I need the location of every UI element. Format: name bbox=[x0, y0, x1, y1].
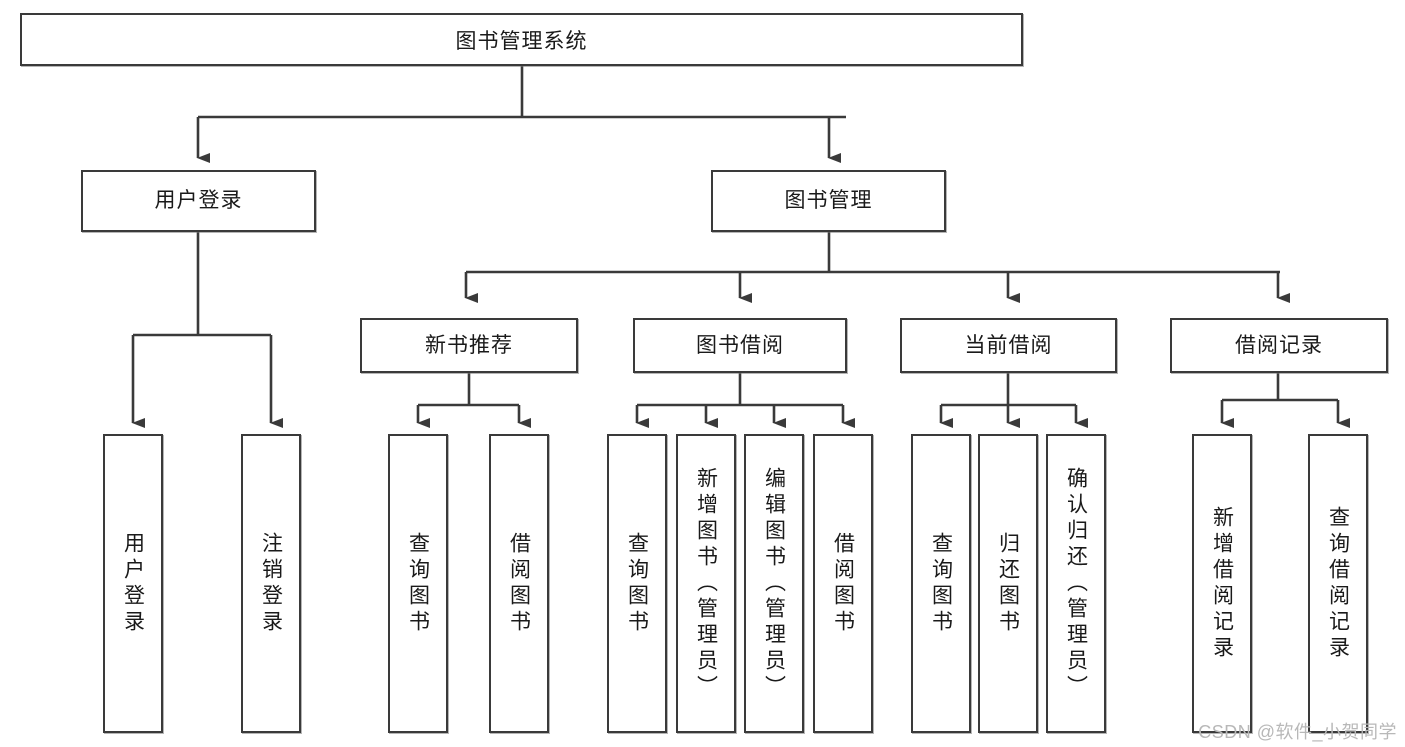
leaf-user-login-logout[interactable]: 注销登录 bbox=[241, 434, 301, 733]
node-new-book-recommend[interactable]: 新书推荐 bbox=[360, 318, 578, 373]
node-label: 用户登录 bbox=[121, 531, 145, 636]
node-label: 确认归还（管理员） bbox=[1064, 466, 1088, 701]
node-label: 借阅图书 bbox=[507, 531, 531, 636]
node-label: 新书推荐 bbox=[425, 333, 513, 357]
node-book-management[interactable]: 图书管理 bbox=[711, 170, 946, 232]
node-borrow-record[interactable]: 借阅记录 bbox=[1170, 318, 1388, 373]
leaf-borrow-edit-book-admin[interactable]: 编辑图书（管理员） bbox=[744, 434, 804, 733]
leaf-borrow-add-book-admin[interactable]: 新增图书（管理员） bbox=[676, 434, 736, 733]
node-label: 新增图书（管理员） bbox=[694, 466, 718, 701]
node-label: 查询图书 bbox=[406, 531, 430, 636]
node-label: 图书管理 bbox=[784, 189, 873, 213]
leaf-current-confirm-return-admin[interactable]: 确认归还（管理员） bbox=[1046, 434, 1106, 733]
node-book-borrow[interactable]: 图书借阅 bbox=[633, 318, 847, 373]
node-label: 当前借阅 bbox=[964, 333, 1053, 357]
node-root-system[interactable]: 图书管理系统 bbox=[20, 13, 1023, 66]
leaf-record-add-record[interactable]: 新增借阅记录 bbox=[1192, 434, 1252, 733]
node-label: 归还图书 bbox=[996, 531, 1020, 636]
node-user-login[interactable]: 用户登录 bbox=[81, 170, 316, 232]
node-label: 图书借阅 bbox=[696, 333, 784, 357]
node-label: 查询图书 bbox=[929, 531, 953, 636]
leaf-borrow-borrow-book[interactable]: 借阅图书 bbox=[813, 434, 873, 733]
leaf-current-query-book[interactable]: 查询图书 bbox=[911, 434, 971, 733]
leaf-current-return-book[interactable]: 归还图书 bbox=[978, 434, 1038, 733]
node-label: 用户登录 bbox=[154, 189, 243, 213]
leaf-record-query-record[interactable]: 查询借阅记录 bbox=[1308, 434, 1368, 733]
node-label: 借阅图书 bbox=[831, 531, 855, 636]
node-label: 新增借阅记录 bbox=[1210, 505, 1234, 662]
node-label: 查询图书 bbox=[625, 531, 649, 636]
node-label: 编辑图书（管理员） bbox=[762, 466, 786, 701]
leaf-borrow-query-book[interactable]: 查询图书 bbox=[607, 434, 667, 733]
leaf-new-book-query[interactable]: 查询图书 bbox=[388, 434, 448, 733]
node-label: 注销登录 bbox=[259, 531, 283, 636]
node-label: 图书管理系统 bbox=[455, 29, 588, 53]
node-current-borrow[interactable]: 当前借阅 bbox=[900, 318, 1117, 373]
node-label: 借阅记录 bbox=[1235, 333, 1323, 357]
leaf-new-book-borrow[interactable]: 借阅图书 bbox=[489, 434, 549, 733]
leaf-user-login-login[interactable]: 用户登录 bbox=[103, 434, 163, 733]
watermark-text: CSDN @软件_小贺同学 bbox=[1198, 722, 1397, 742]
node-label: 查询借阅记录 bbox=[1326, 505, 1350, 662]
